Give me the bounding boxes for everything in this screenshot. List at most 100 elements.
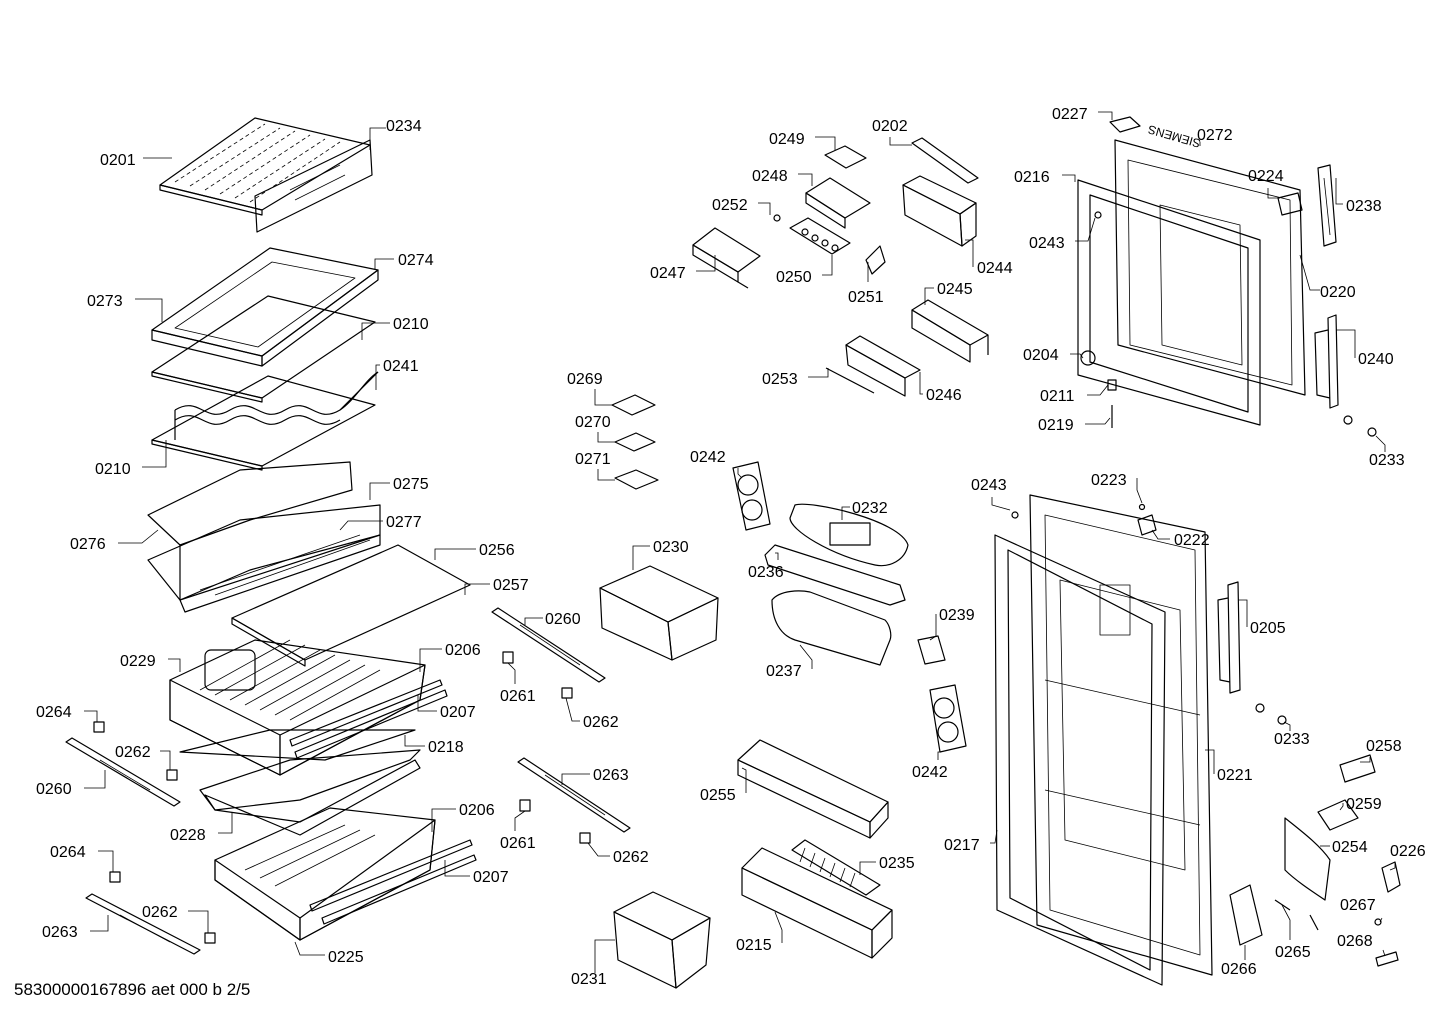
leader-line (1281, 904, 1291, 940)
leader-line (919, 372, 923, 395)
leader-line (632, 545, 650, 570)
part-0267 (1374, 918, 1382, 926)
glass-shelf-upper (151, 295, 376, 403)
part-label: 0265 (1275, 944, 1311, 961)
part-label: 0242 (912, 764, 948, 781)
hinge-0242-upper (732, 461, 771, 531)
leader-line (561, 773, 590, 785)
part-label: 0235 (879, 855, 915, 872)
part-0223 (1138, 503, 1146, 511)
leader-line (565, 697, 580, 722)
leader-line (841, 506, 850, 520)
leader-line (507, 662, 516, 684)
part-label: 0223 (1091, 472, 1127, 489)
leader-line (1360, 757, 1371, 763)
part-label: 0240 (1358, 351, 1394, 368)
leader-line (1151, 529, 1170, 540)
part-label: 0260 (545, 611, 581, 628)
leader-line (808, 368, 829, 378)
part-0238 (1317, 164, 1337, 247)
clip-0264-upper (93, 721, 105, 733)
part-label: 0204 (1023, 347, 1059, 364)
leader-line (404, 735, 425, 747)
part-label: 0261 (500, 835, 536, 852)
leader-line (965, 239, 974, 267)
leader-line (1267, 188, 1280, 199)
center-rail-0263 (517, 757, 631, 833)
freezer-door (1114, 139, 1306, 396)
leader-line (587, 842, 610, 857)
leader-line (1087, 384, 1109, 396)
leader-line (737, 468, 743, 479)
part-label: 0205 (1250, 620, 1286, 637)
center-rail-0260 (491, 607, 606, 683)
part-label: 0222 (1174, 532, 1210, 549)
part-label: 0207 (473, 869, 509, 886)
leader-line (822, 255, 833, 276)
door-shelf-0215 (741, 847, 893, 959)
part-label: 0259 (1346, 796, 1382, 813)
document-id: 58300000167896 aet 000 b 2/5 (14, 980, 251, 999)
part-label: 0255 (700, 787, 736, 804)
label-0258 (1339, 754, 1376, 783)
leader-line (160, 750, 171, 770)
part-label: 0245 (937, 281, 973, 298)
leader-line (90, 915, 109, 932)
leader-line (417, 695, 437, 712)
leader-line (84, 770, 106, 789)
part-label: 0215 (736, 937, 772, 954)
part-label: 0277 (386, 514, 422, 531)
leader-line (1070, 353, 1084, 359)
clip-0262-lower (204, 932, 216, 944)
washer-0233-lower (1277, 715, 1287, 725)
leader-line (815, 136, 836, 150)
part-label: 0253 (762, 371, 798, 388)
part-label: 0248 (752, 168, 788, 185)
clip-0261-lower (519, 799, 531, 812)
leader-line (1238, 599, 1248, 627)
shelf-rear-panel (254, 139, 373, 233)
part-label: 0267 (1340, 897, 1376, 914)
leader-line (1339, 803, 1344, 811)
leader-line (1283, 721, 1291, 731)
leader-line (937, 751, 940, 760)
part-label: 0236 (748, 564, 784, 581)
part-0235 (791, 839, 881, 896)
leader-line (369, 482, 390, 500)
leader-line (696, 255, 716, 272)
cover-0254 (1284, 817, 1331, 901)
clip-0261-upper (502, 651, 514, 664)
clip-0262-center-upper (561, 687, 573, 699)
leader-line (798, 173, 813, 186)
wire-shelf (159, 117, 371, 216)
part-0245 (911, 299, 989, 363)
part-label: 0206 (459, 802, 495, 819)
part-label: 0221 (1217, 767, 1253, 784)
part-label: 0201 (100, 152, 136, 169)
part-label: 0233 (1369, 452, 1405, 469)
part-label: 0262 (115, 744, 151, 761)
part-label: 0243 (1029, 235, 1065, 252)
leader-line (1375, 435, 1386, 452)
part-label: 0249 (769, 131, 805, 148)
part-label: 0262 (613, 849, 649, 866)
leader-line (758, 202, 771, 215)
part-label: 0273 (87, 293, 123, 310)
part-label: 0263 (42, 924, 78, 941)
leader-line (168, 658, 181, 672)
drawer-divider (179, 729, 416, 761)
gasket-0236 (764, 544, 906, 606)
leader-line (1382, 949, 1386, 957)
part-label: 0202 (872, 118, 908, 135)
part-label: 0252 (712, 197, 748, 214)
tray-0270 (614, 432, 656, 452)
part-label: 0261 (500, 688, 536, 705)
part-0244 (902, 175, 977, 247)
part-label: 0244 (977, 260, 1013, 277)
part-label: 0231 (571, 971, 607, 988)
bottle-rack (174, 371, 379, 440)
dish-0237 (771, 590, 892, 666)
part-0204 (1080, 350, 1096, 366)
part-0222 (1137, 514, 1157, 536)
leader-line (135, 298, 163, 322)
